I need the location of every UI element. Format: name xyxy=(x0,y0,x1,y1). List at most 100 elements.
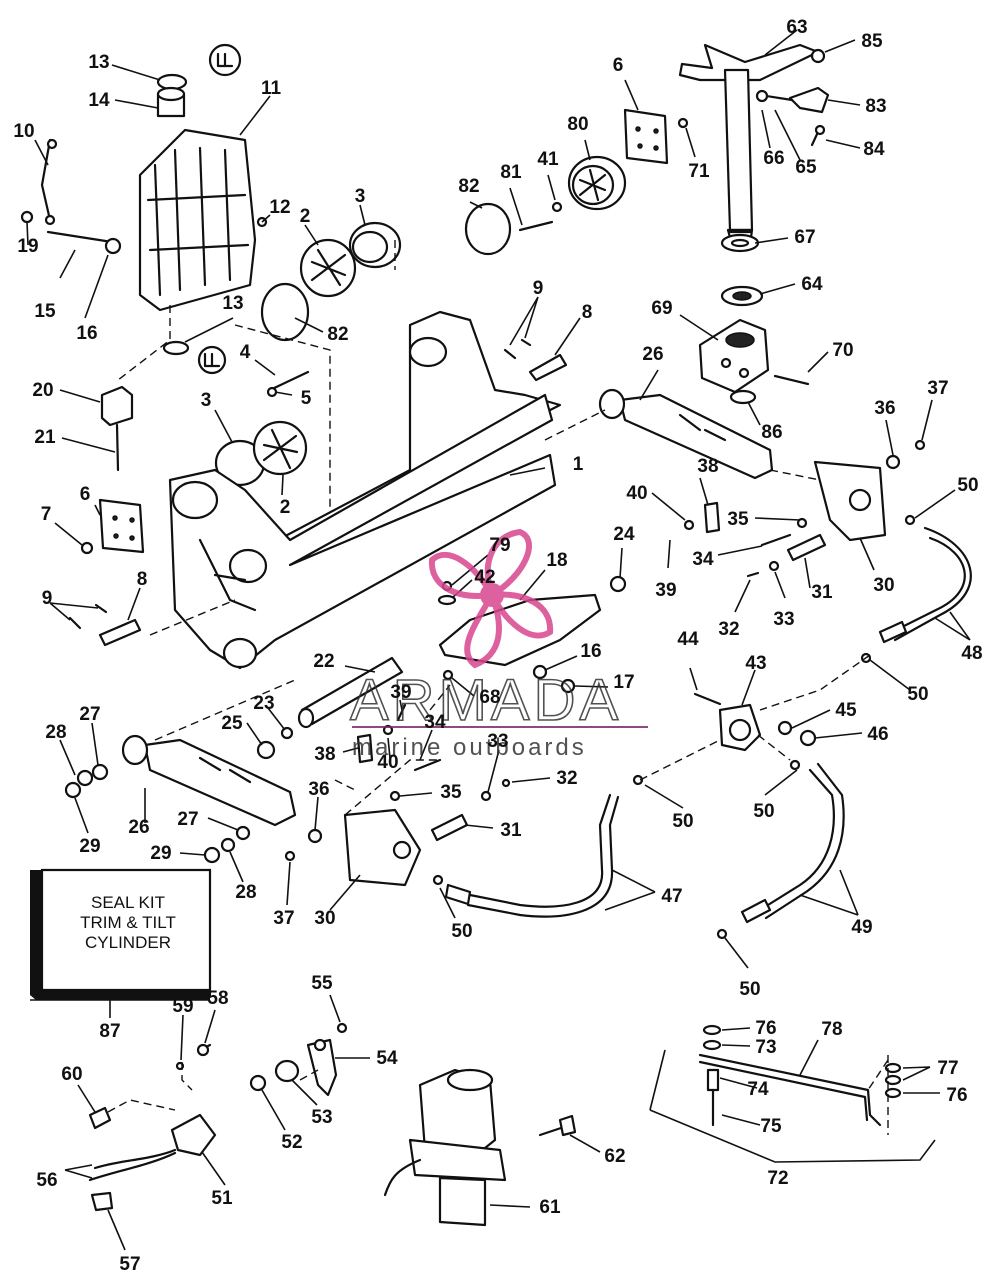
callout-label: 35 xyxy=(727,509,749,530)
washer-76-top xyxy=(702,1024,722,1036)
seal-kit-line-2: TRIM & TILT xyxy=(80,913,176,932)
seal-kit-line-1: SEAL KIT xyxy=(91,893,165,912)
tilt-bracket-lower xyxy=(343,808,422,887)
callout-label: 47 xyxy=(661,886,682,907)
callout-label: 50 xyxy=(451,921,472,942)
callout-label: 62 xyxy=(604,1146,625,1167)
block-20 xyxy=(100,385,134,427)
oring-50-a xyxy=(904,514,916,526)
callout-label: 58 xyxy=(207,988,228,1009)
oring-50-c xyxy=(432,874,444,886)
spacer-74 xyxy=(706,1068,720,1092)
washer-5 xyxy=(266,386,278,398)
pin-8-lower xyxy=(98,618,142,647)
bolt-4 xyxy=(268,370,310,392)
callout-label: 28 xyxy=(45,722,66,743)
part-drawings xyxy=(20,43,972,1227)
callout-label: 74 xyxy=(747,1079,769,1100)
callout-label: 10 xyxy=(13,121,34,142)
callout-label: 82 xyxy=(327,324,348,345)
callout-label: 85 xyxy=(861,31,883,52)
washer-68 xyxy=(442,669,454,681)
callout-label: 24 xyxy=(613,524,635,545)
callout-label: 56 xyxy=(36,1170,57,1191)
nut-23 xyxy=(280,726,294,740)
callout-label: 31 xyxy=(811,582,833,603)
callout-label: 36 xyxy=(308,779,329,800)
callout-label: 68 xyxy=(479,687,500,708)
callout-label: 72 xyxy=(767,1168,788,1189)
callout-label: 42 xyxy=(474,567,495,588)
callout-label: 83 xyxy=(865,96,886,117)
callout-label: 3 xyxy=(201,390,212,411)
callout-label: 76 xyxy=(755,1018,776,1039)
callout-label: 32 xyxy=(718,619,739,640)
callout-label: 1 xyxy=(573,454,584,475)
nut-85 xyxy=(810,48,826,64)
washer-41 xyxy=(551,201,563,213)
bushing-53 xyxy=(274,1059,300,1083)
callout-label: 2 xyxy=(280,497,291,518)
callout-label: 19 xyxy=(17,236,38,257)
callout-label: 34 xyxy=(424,712,446,733)
callout-label: 33 xyxy=(487,731,508,752)
callout-label: 76 xyxy=(946,1085,967,1106)
nut-52 xyxy=(249,1074,267,1092)
callout-label: 87 xyxy=(99,1021,120,1042)
nut-37-lower xyxy=(284,850,296,862)
oring-50-f xyxy=(716,928,728,940)
callout-label: 50 xyxy=(739,979,760,1000)
callout-label: 29 xyxy=(79,836,100,857)
pin-34-upper xyxy=(760,533,792,547)
pump-motor-61 xyxy=(383,1068,507,1227)
clip-9-upper xyxy=(503,338,532,360)
spacer-38-upper xyxy=(703,501,721,534)
spacer-38-lower xyxy=(356,733,374,764)
callout-label: 22 xyxy=(313,651,334,672)
screw-81 xyxy=(518,220,554,232)
callout-label: 13 xyxy=(222,293,243,314)
screw-19 xyxy=(20,210,34,224)
callout-label: 59 xyxy=(172,996,193,1017)
plate-6-lower xyxy=(98,498,145,554)
callout-label: 3 xyxy=(355,186,366,207)
callout-label: 80 xyxy=(567,114,588,135)
pin-34-lower xyxy=(413,758,442,772)
callout-label: 9 xyxy=(42,588,53,609)
propeller-logo-icon xyxy=(428,528,554,669)
nut-24 xyxy=(609,575,627,593)
washer-36-upper xyxy=(885,454,901,470)
swivel-housing-69 xyxy=(698,318,770,394)
callout-label: 71 xyxy=(688,161,710,182)
callout-label: 6 xyxy=(80,484,91,505)
leads-56 xyxy=(88,1148,177,1182)
bushing-28-lower-a xyxy=(76,769,94,787)
callout-label: 50 xyxy=(753,801,774,822)
cotter-32-upper xyxy=(746,571,760,578)
callout-label: 46 xyxy=(867,724,888,745)
trim-cylinder-upper xyxy=(598,388,774,480)
nut-71 xyxy=(677,117,689,129)
plate-6-top xyxy=(623,108,669,165)
callout-label: 11 xyxy=(261,78,282,99)
washer-76-side xyxy=(884,1087,902,1099)
washer-33-lower xyxy=(480,790,492,802)
bushing-13-lower xyxy=(162,340,190,356)
callout-label: 39 xyxy=(655,580,676,601)
callout-label: 32 xyxy=(556,768,577,789)
callout-label: 73 xyxy=(755,1037,776,1058)
callout-label: 30 xyxy=(314,908,335,929)
washer-73 xyxy=(702,1039,722,1051)
callout-label: 34 xyxy=(692,549,714,570)
screw-29-lower-a xyxy=(64,781,82,799)
bracket-83 xyxy=(788,86,830,114)
callout-label: 50 xyxy=(907,684,928,705)
callout-label: 35 xyxy=(440,782,462,803)
nut-55 xyxy=(336,1022,348,1034)
seal-kit-box xyxy=(30,868,212,1000)
connector-60 xyxy=(88,1106,112,1130)
callout-label: 5 xyxy=(301,388,312,409)
callout-label: 4 xyxy=(240,342,251,363)
callout-label: 55 xyxy=(311,973,333,994)
nut-37-upper xyxy=(914,439,926,451)
